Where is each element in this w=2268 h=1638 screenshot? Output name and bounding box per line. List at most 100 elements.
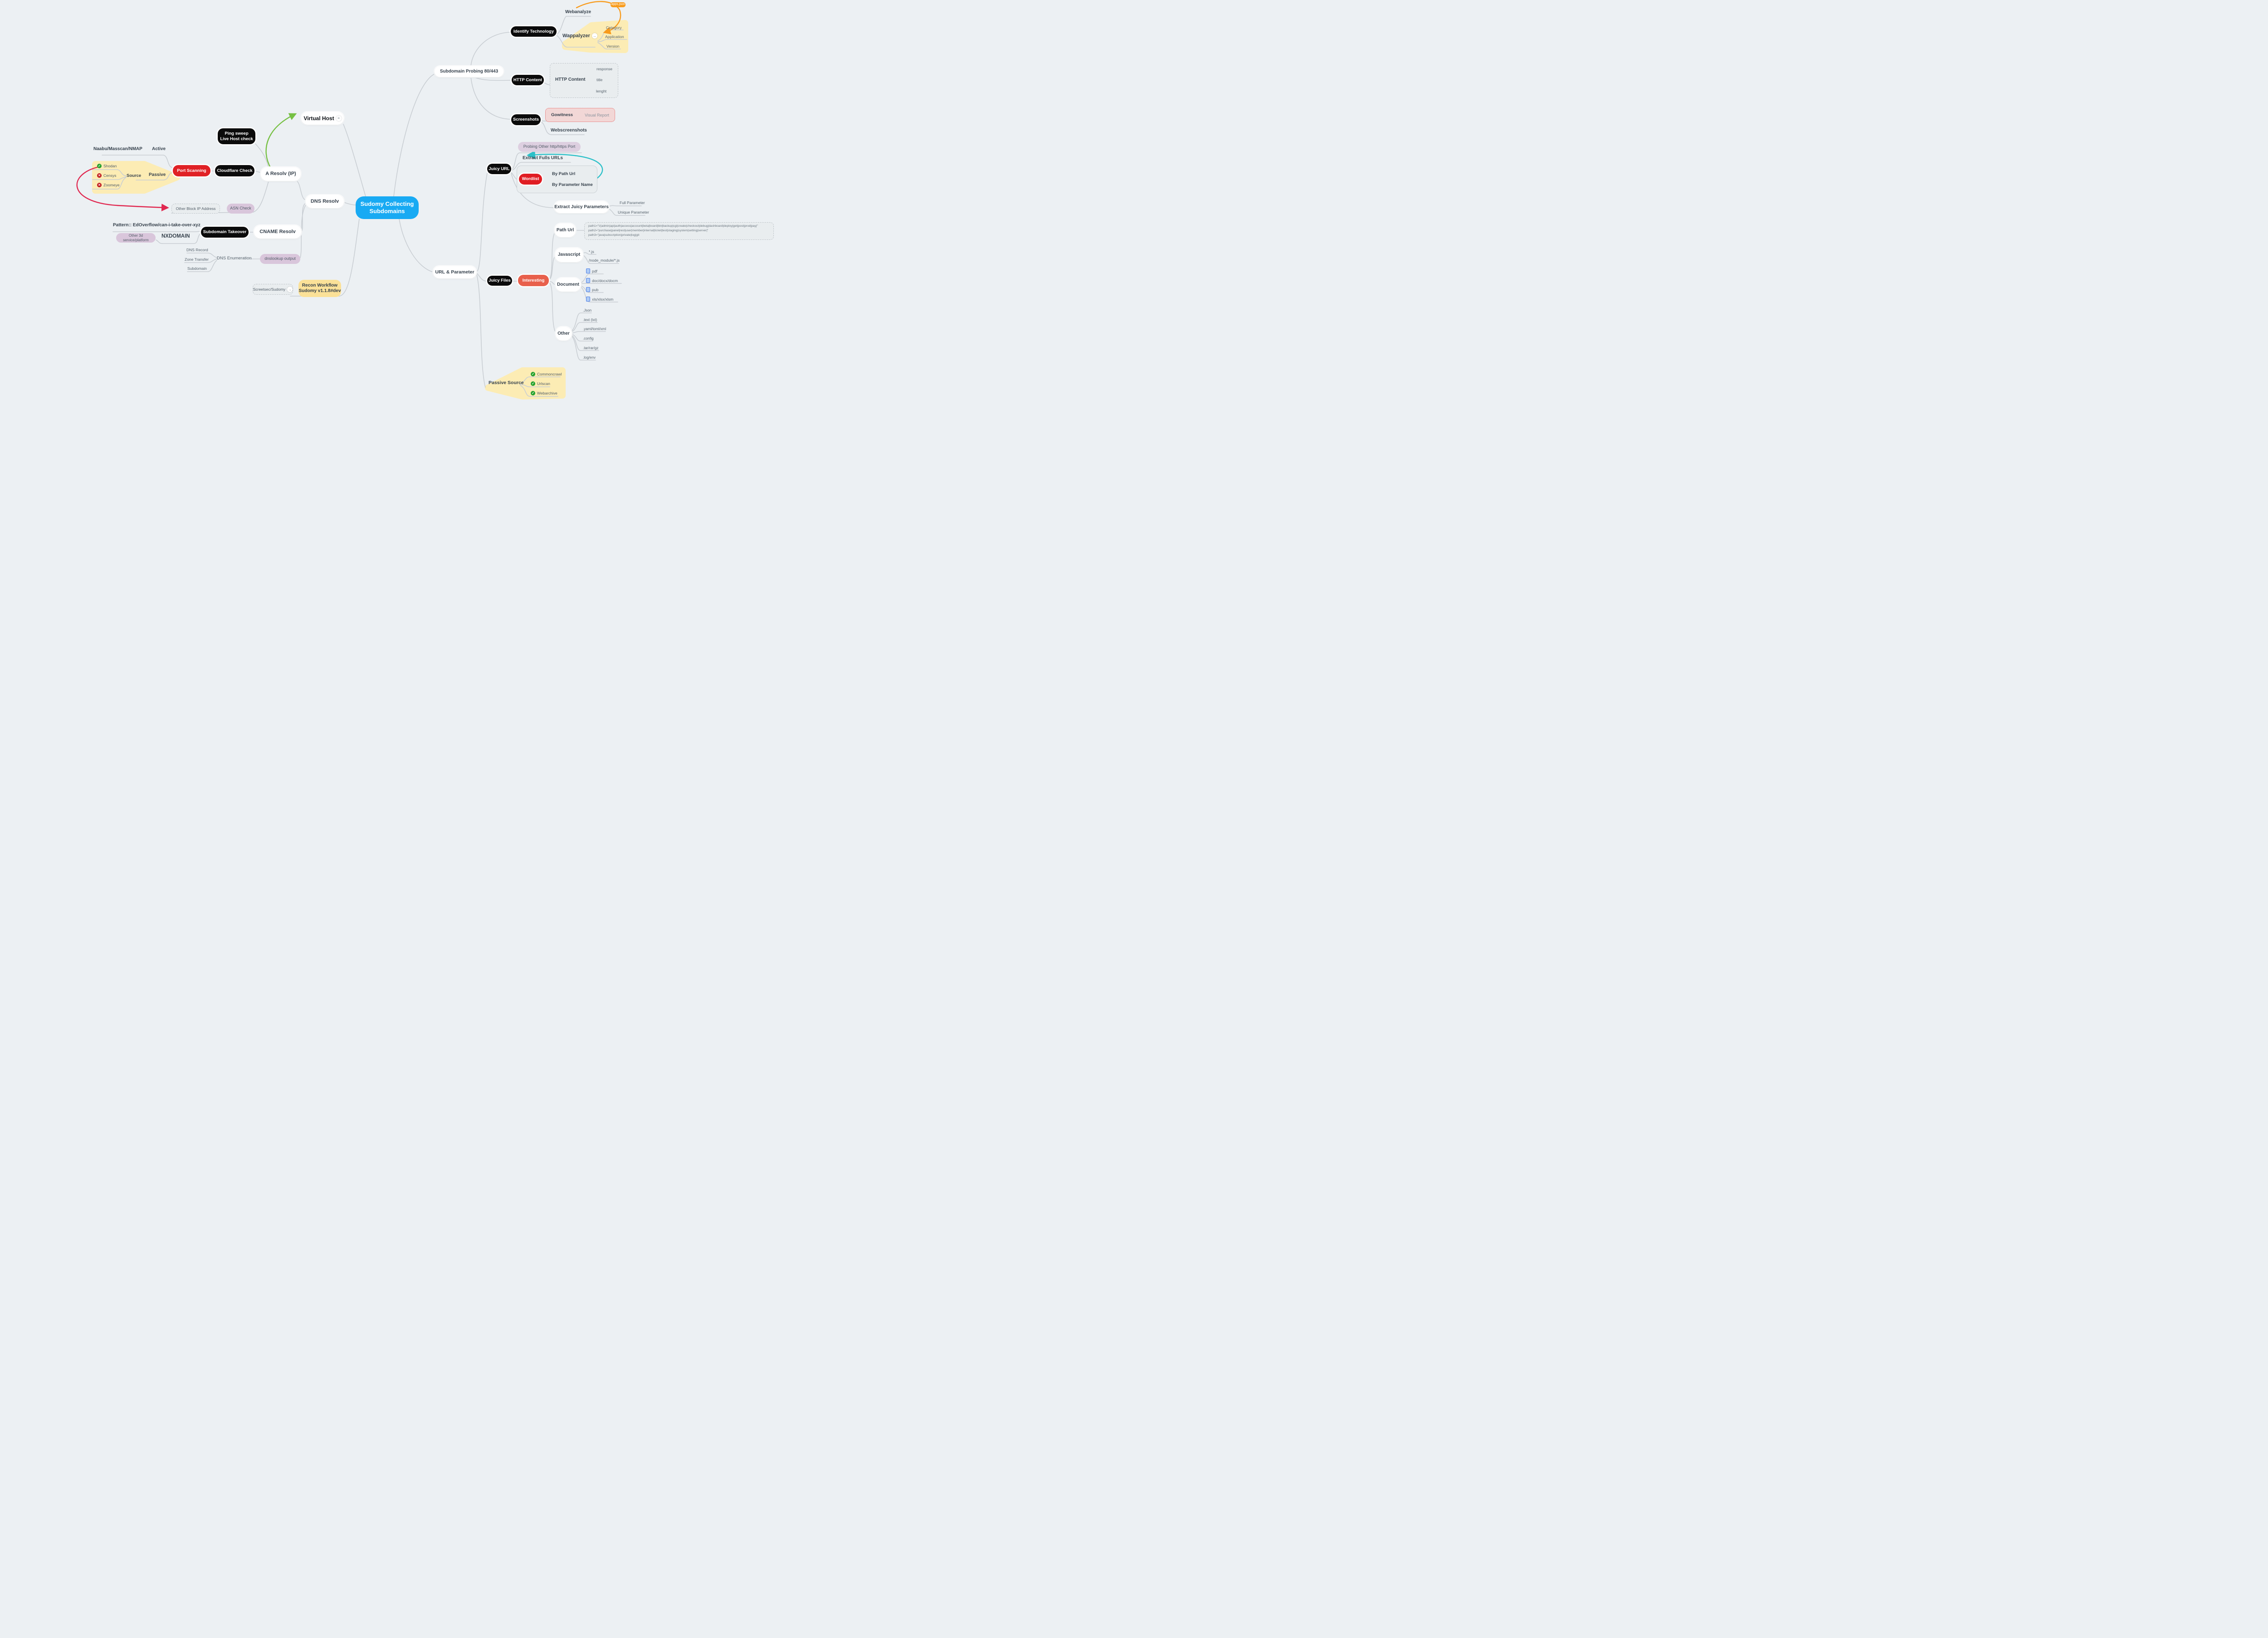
node-ext-log[interactable]: .log/env [583,356,596,360]
node-lenght[interactable]: lenght [596,89,606,93]
node-ext-yaml[interactable]: .yaml/toml/xml [583,327,606,331]
notes-icon[interactable]: ≡ [336,116,342,121]
node-commoncrawl[interactable]: ✓ Commoncrawl [531,372,562,376]
node-juicy-url[interactable]: Juicy URL [487,164,511,174]
node-nxdomain[interactable]: NXDOMAIN [161,234,190,239]
node-wappalyzer[interactable]: Wappalyzer → [562,33,597,39]
node-by-parameter-name[interactable]: By Parameter Name [552,182,593,187]
shodan-label: Shodan [103,164,117,168]
node-document[interactable]: Document [556,278,581,292]
node-http-content[interactable]: HTTP Content [512,75,544,85]
commoncrawl-label: Commoncrawl [537,372,562,376]
apps-json-label: apps.json [611,3,625,6]
node-version[interactable]: Version [606,44,619,49]
node-doc-docx[interactable]: doc/docx/docm [586,278,618,283]
webarchive-label: Webarchive [537,391,557,395]
node-subdomain-leaf[interactable]: Subdomain [187,266,207,271]
node-http-content-inner[interactable]: HTTP Content [555,77,585,82]
node-path-url[interactable]: Path Url [555,224,576,237]
node-dns-enumeration[interactable]: DNS Enumeration [217,256,252,261]
node-center-topic[interactable]: Sudomy Collecting Subdomains [356,196,419,219]
node-source[interactable]: Source [127,173,141,178]
node-virtual-host[interactable]: Virtual Host ≡ [301,112,344,125]
node-port-scanning[interactable]: Port Scanning [173,165,210,176]
node-wordlist[interactable]: Wordlist [519,174,542,185]
node-webarchive[interactable]: ✓ Webarchive [531,391,557,395]
node-naabu-masscan-nmap[interactable]: Naabu/Masscan/NMAP [93,146,142,151]
node-zone-transfer[interactable]: Zone Transfer [185,257,209,262]
check-icon: ✓ [531,372,535,376]
node-gowitness-box[interactable]: Gowitness Visual Report [545,108,615,122]
node-pattern-edoverflow[interactable]: Pattern:: EdOverflow/can-i-take-over-xyz [113,223,200,228]
node-cname-resolv[interactable]: CNAME Resolv [254,225,301,239]
node-probing-other-ports[interactable]: Probing Other http/https Port [518,142,581,152]
node-unique-parameter[interactable]: Unique Parameter [618,210,649,214]
node-extract-juicy-parameters[interactable]: Extract Juicy Parameters [554,201,609,213]
node-dns-record[interactable]: DNS Record [186,248,208,252]
naabu-label: Naabu/Masscan/NMAP [93,146,142,151]
category-label: Category [606,25,622,30]
node-cloudflare-check[interactable]: Cloudflare Check [215,165,254,176]
node-shodan[interactable]: ✓ Shodan [97,164,117,168]
node-js-wildcard[interactable]: *.js [589,249,594,254]
node-ext-json[interactable]: .Json [583,308,591,312]
node-dns-resolv[interactable]: DNS Resolv [306,195,344,208]
node-juicy-files[interactable]: Juicy Files [487,276,512,286]
probing-other-ports-label: Probing Other http/https Port [523,144,576,149]
node-zoomeye[interactable]: ✕ Zoomeye [97,183,119,187]
node-category[interactable]: Category [606,25,622,30]
node-asn-check[interactable]: ASN Check [227,204,254,214]
passive-label: Passive [149,172,166,177]
node-identify-technology[interactable]: Identify Technology [511,26,557,37]
node-ping-sweep[interactable]: Ping sweep Live Host check [218,128,255,144]
node-ext-tar[interactable]: .tar/rar/gz [583,346,598,350]
node-title[interactable]: title [596,78,602,82]
node-ext-text[interactable]: .text (txt) [583,318,597,322]
node-extract-fulls-urls[interactable]: Extract Fulls URLs [523,156,563,161]
cname-resolv-label: CNAME Resolv [259,229,296,234]
red-arrow [76,166,169,211]
node-js-node-module[interactable]: /node_module/*.js [589,258,620,263]
node-a-resolv[interactable]: A Resolv (IP) [261,167,301,181]
node-apps-json[interactable]: apps.json [611,2,626,7]
by-parameter-name-label: By Parameter Name [552,182,593,187]
node-by-path-url[interactable]: By Path Url [552,171,575,176]
node-passive-source[interactable]: Passive Source [489,380,524,385]
node-passive[interactable]: Passive [149,172,166,177]
node-active[interactable]: Active [152,146,166,151]
node-webanalyze[interactable]: Webanalyze [565,10,591,15]
node-webscreenshots[interactable]: Webscreenshots [551,128,587,133]
file-icon [586,297,590,302]
node-urlscan[interactable]: ✓ Urlscan [531,381,550,386]
check-icon: ✓ [97,164,102,168]
node-response[interactable]: response [596,67,612,71]
node-full-parameter[interactable]: Full Parameter [620,200,645,205]
node-screenshots[interactable]: Screenshots [511,114,541,125]
node-application[interactable]: Application [605,34,624,39]
url-parameter-label: URL & Parameter [435,269,474,275]
node-censys[interactable]: ✕ Censys [97,173,116,178]
node-doc-xls[interactable]: xls/xlsx/xlsm [586,297,613,302]
mindmap-canvas: Sudomy Collecting Subdomains Recon Workf… [0,0,777,410]
arrow-link-icon[interactable]: → [287,287,293,292]
cloudflare-check-label: Cloudflare Check [217,168,253,173]
path-url-regex-box[interactable]: path1="\/(admin|api|auth|access|account|… [584,222,774,240]
file-icon [586,278,590,283]
port-scanning-label: Port Scanning [177,168,206,173]
node-other-3d-service[interactable]: Other 3d service/platform [116,233,156,243]
node-dnslookup-output[interactable]: dnslookup output [260,254,300,264]
node-other-block-ip[interactable]: Other Block IP Address [171,204,220,214]
node-screetsec-sudomy[interactable]: Screetsec/Sudomy → [253,284,293,295]
node-doc-pdf[interactable]: pdf [586,268,597,273]
node-javascript[interactable]: Javascript [555,248,583,262]
node-other-files[interactable]: Other [556,327,572,341]
node-doc-pub[interactable]: pub [586,287,598,292]
node-ext-config[interactable]: .config [583,336,594,341]
node-interesting[interactable]: Interesting [518,275,549,286]
node-subdomain-takeover[interactable]: Subdomain Takeover [201,227,249,238]
node-recon-workflow[interactable]: Recon Workflow Sudomy v1.1.8#dev [298,280,341,297]
node-url-parameter[interactable]: URL & Parameter [433,266,476,278]
arrow-link-icon[interactable]: → [591,33,597,39]
node-subdomain-probing[interactable]: Subdomain Probing 80/443 [435,66,503,77]
http-content-group-box[interactable] [550,63,618,98]
